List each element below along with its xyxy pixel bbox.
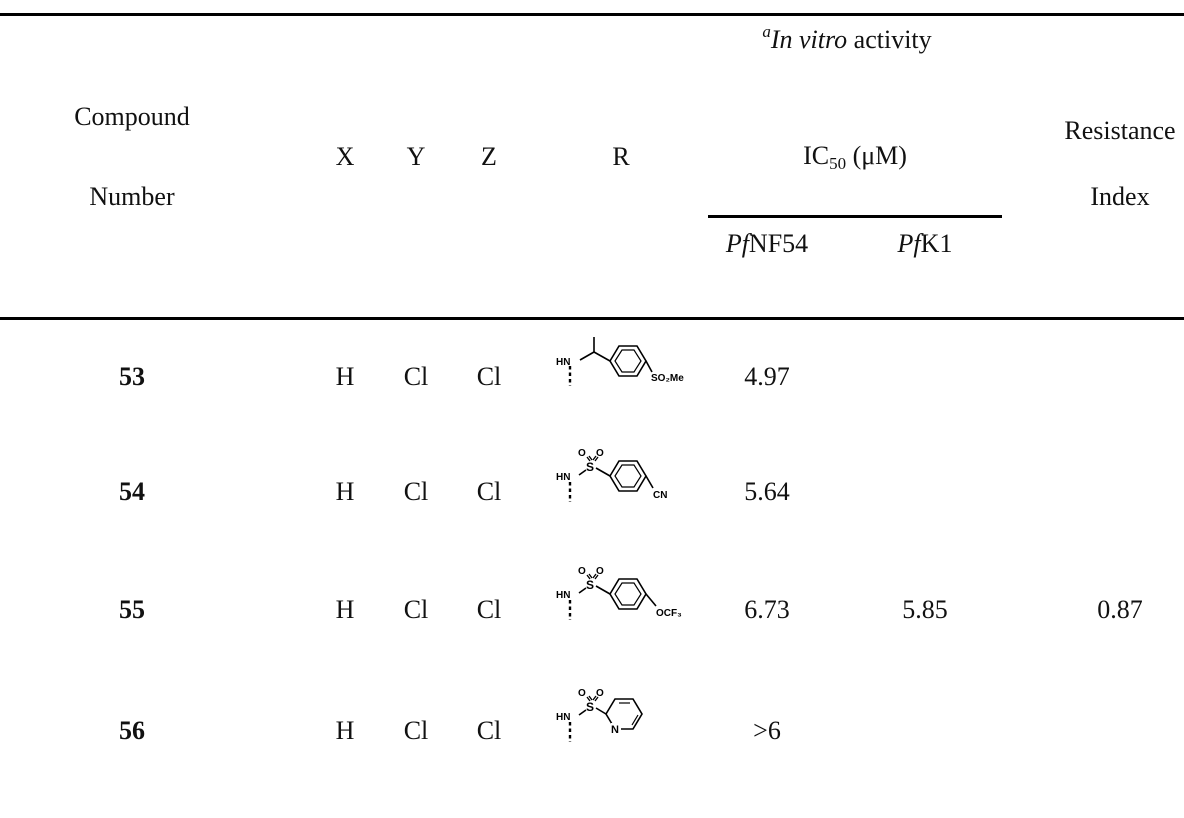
header-pf-nf54: PfNF54 (726, 229, 808, 259)
header-pf-k1: PfK1 (898, 229, 953, 259)
top-rule (0, 13, 1184, 16)
cell-z: Cl (476, 595, 502, 624)
label-o: O (596, 566, 604, 577)
label-o: O (578, 448, 586, 459)
pf-nf54-prefix: Pf (725, 229, 749, 258)
cell-resistance-index: 0.87 (1097, 595, 1143, 624)
label-hn: HN (556, 590, 570, 601)
label-s: S (586, 460, 594, 474)
label-hn: HN (556, 357, 570, 368)
footnote-marker: a (762, 22, 771, 41)
ic50-subrule (708, 215, 1002, 218)
ic50-subscript: 50 (829, 154, 847, 173)
header-z: Z (481, 142, 497, 171)
header-y: Y (406, 142, 426, 171)
cell-y: Cl (403, 362, 429, 391)
label-o: O (578, 566, 586, 577)
cell-z: Cl (476, 716, 502, 745)
cell-r-structure: HN S O O CN (552, 444, 702, 524)
cell-compound: 54 (119, 477, 145, 506)
cell-compound: 56 (119, 716, 145, 745)
cell-x: H (335, 477, 355, 506)
label-o: O (596, 448, 604, 459)
header-bottom-rule (0, 317, 1184, 320)
header-resistance: Resistance (1064, 116, 1176, 145)
label-o: O (596, 688, 604, 699)
header-x: X (335, 142, 355, 171)
cell-r-structure: HN SO₂Me (552, 332, 702, 412)
label-sub: SO₂Me (651, 373, 684, 384)
pf-k1-prefix: Pf (897, 229, 921, 258)
cell-pf-nf54: 4.97 (744, 362, 790, 391)
cell-pf-nf54: 6.73 (744, 595, 790, 624)
cell-x: H (335, 595, 355, 624)
header-in-vitro-activity: aIn vitro activity (762, 22, 932, 55)
pf-k1-suffix: K1 (920, 229, 953, 258)
header-compound: Compound (74, 102, 190, 131)
cell-pf-nf54: >6 (753, 716, 781, 745)
cell-y: Cl (403, 477, 429, 506)
cell-r-structure: HN S O O N (552, 684, 702, 764)
header-index: Index (1090, 182, 1150, 211)
activity-label: activity (847, 25, 932, 54)
in-vitro-label: In vitro (770, 25, 848, 54)
cell-x: H (335, 716, 355, 745)
cell-pf-nf54: 5.64 (744, 477, 790, 506)
label-s: S (586, 578, 594, 592)
label-hn: HN (556, 472, 570, 483)
ic50-unit: (μM) (846, 141, 907, 170)
label-sub: OCF₃ (656, 608, 682, 619)
header-ic50: IC50 (μM) (803, 141, 907, 173)
cell-y: Cl (403, 716, 429, 745)
label-n: N (611, 724, 619, 736)
label-hn: HN (556, 712, 570, 723)
header-number: Number (89, 182, 175, 211)
cell-z: Cl (476, 362, 502, 391)
label-o: O (578, 688, 586, 699)
ic50-label: IC (803, 141, 830, 170)
cell-x: H (335, 362, 355, 391)
pf-nf54-suffix: NF54 (748, 229, 809, 258)
cell-pf-k1: 5.85 (902, 595, 948, 624)
header-r: R (612, 142, 630, 171)
cell-r-structure: HN S O O OCF₃ (552, 562, 702, 642)
cell-compound: 55 (119, 595, 145, 624)
cell-y: Cl (403, 595, 429, 624)
cell-compound: 53 (119, 362, 145, 391)
cell-z: Cl (476, 477, 502, 506)
label-sub: CN (653, 490, 667, 501)
label-s: S (586, 700, 594, 714)
